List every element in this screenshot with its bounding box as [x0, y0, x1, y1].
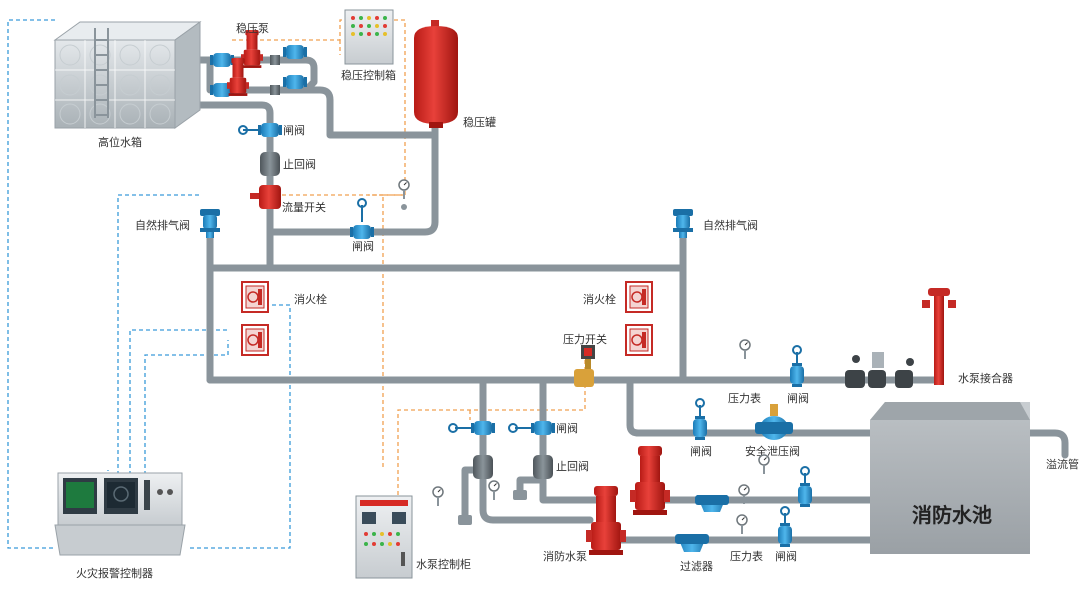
fire-pool-label: 消防水池: [912, 503, 992, 527]
fire-pump-icon[interactable]: [630, 446, 670, 515]
check-valve-icon: [270, 85, 280, 95]
flow-switch-icon: [259, 185, 281, 209]
filter-icon: [695, 495, 729, 512]
high-tank-label: 高位水箱: [98, 135, 142, 149]
pressure-gauge-icon: [739, 339, 751, 360]
hydrant-icon[interactable]: [241, 281, 269, 313]
hydrant-label: 消火栓: [294, 292, 327, 306]
fire-pool: 消防水池: [870, 402, 1030, 554]
pressure-gauge-icon: [398, 179, 410, 200]
hydrant-icon[interactable]: [625, 324, 653, 356]
overflow-pipe-label: 溢流管: [1046, 457, 1079, 471]
auto-air-vent-icon: [673, 209, 693, 238]
check-valve-icon: [270, 55, 280, 65]
hydrant-icon[interactable]: [241, 324, 269, 356]
safety-relief-valve[interactable]: 安全泄压阀: [745, 404, 800, 458]
gate-valve-icon[interactable]: [210, 53, 234, 67]
gate-valve-icon[interactable]: [790, 363, 804, 387]
hydrant-icon[interactable]: [625, 281, 653, 313]
pressure-gauge-label: 压力表: [730, 549, 763, 563]
pressure-switch[interactable]: 压力开关: [563, 332, 607, 387]
pressure-tank-label: 稳压罐: [463, 115, 496, 129]
booster-control-box-label: 稳压控制箱: [341, 68, 396, 82]
auto-air-vent-label: 自然排气阀: [703, 218, 758, 232]
signal-lines: [7, 19, 586, 549]
gate-valve-label: 闸阀: [283, 123, 305, 137]
pump-control-cabinet-label: 水泵控制柜: [416, 557, 471, 571]
gate-valve-icon[interactable]: [693, 416, 707, 440]
gate-valve-label: 闸阀: [352, 239, 374, 253]
check-valve-icon: [473, 455, 493, 479]
gate-valve-label: 闸阀: [787, 391, 809, 405]
auto-air-vent-label: 自然排气阀: [135, 218, 190, 232]
pump-adapter[interactable]: 水泵接合器: [845, 288, 1013, 388]
pressure-gauge-label: 压力表: [728, 391, 761, 405]
check-valve-label: 止回阀: [283, 157, 316, 171]
gate-valve-icon[interactable]: [471, 421, 495, 435]
fire-pump-label: 消防水泵: [543, 549, 587, 563]
gate-valve-icon[interactable]: [350, 225, 374, 239]
pump-adapter-label: 水泵接合器: [958, 371, 1013, 385]
pressure-gauge-icon: [758, 454, 770, 475]
flow-switch-label: 流量开关: [282, 200, 326, 214]
safety-relief-valve-label: 安全泄压阀: [745, 444, 800, 458]
booster-control-box[interactable]: 稳压控制箱: [341, 9, 396, 82]
pressure-gauge-icon: [736, 514, 748, 535]
gate-valve-label: 闸阀: [690, 444, 712, 458]
gate-valve-icon[interactable]: [283, 75, 307, 89]
pressure-switch-label: 压力开关: [563, 332, 607, 346]
check-valve-icon: [260, 152, 280, 176]
pressure-gauge-icon: [432, 486, 444, 507]
gate-valve-icon[interactable]: [531, 421, 555, 435]
auto-air-vent-icon: [200, 209, 220, 238]
gate-valve-icon[interactable]: [283, 45, 307, 59]
check-valve-icon: [533, 455, 553, 479]
filter-icon: [675, 534, 709, 552]
pressure-gauge-icon: [488, 480, 500, 501]
gate-valve-label: 闸阀: [775, 549, 797, 563]
filter-label: 过滤器: [680, 560, 713, 573]
gate-valve-icon[interactable]: [798, 483, 812, 507]
gate-valve-label: 闸阀: [556, 421, 578, 435]
gate-valve-icon[interactable]: [258, 123, 282, 137]
fire-alarm-controller-label: 火灾报警控制器: [76, 566, 153, 580]
gate-valve-icon[interactable]: [778, 523, 792, 547]
hydrant-label: 消火栓: [583, 292, 616, 306]
pump-control-cabinet[interactable]: 水泵控制柜: [355, 495, 471, 579]
pressure-tank: 稳压罐: [414, 20, 496, 129]
booster-pump-group: 稳压泵: [210, 21, 307, 97]
fire-alarm-controller[interactable]: 火灾报警控制器: [54, 472, 186, 580]
tank-outlet-components: 闸阀 止回阀 流量开关 闸阀: [238, 123, 410, 253]
high-water-tank: 高位水箱: [53, 21, 202, 149]
booster-pump-label: 稳压泵: [236, 21, 269, 35]
check-valve-label: 止回阀: [556, 459, 589, 473]
